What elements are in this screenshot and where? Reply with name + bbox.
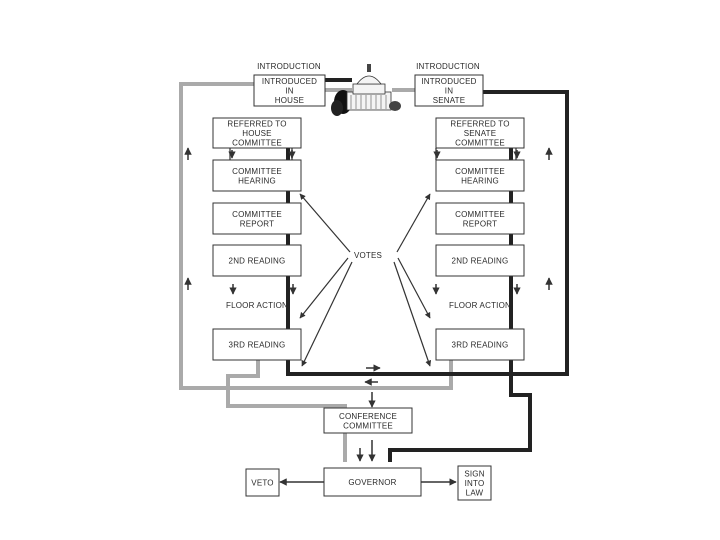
house-2nd-reading-box (212, 244, 302, 277)
house-committee-hearing-box-text: COMMITTEE (232, 167, 282, 176)
house-committee-hearing-box-text: HEARING (238, 176, 276, 185)
house-committee-report-box-text: COMMITTEE (232, 210, 282, 219)
conference-committee-box-text: COMMITTEE (343, 421, 393, 430)
house-referred-to-committee-box-text: COMMITTEE (232, 139, 282, 148)
senate-3rd-reading-box (435, 328, 525, 361)
senate-floor-action-label: FLOOR ACTION (449, 301, 511, 310)
introduced-in-senate-box (414, 74, 484, 107)
house-3rd-reading-box-text: 3RD READING (229, 341, 286, 350)
conference-committee-box (323, 407, 413, 434)
senate-referred-to-committee-box-text: REFERRED TO (450, 120, 509, 129)
introduced-in-senate-box-text: INTRODUCED (421, 77, 476, 86)
house-introduction-heading: INTRODUCTION (257, 62, 321, 71)
governor-box-text: GOVERNOR (348, 478, 396, 487)
sign-into-law-box (457, 465, 492, 501)
introduced-in-house-box-text: IN (285, 87, 293, 96)
senate-3rd-reading-box-text: 3RD READING (452, 341, 509, 350)
senate-committee-hearing-box-text: COMMITTEE (455, 167, 505, 176)
veto-box (245, 468, 280, 497)
senate-committee-hearing-box-text: HEARING (461, 176, 499, 185)
house-floor-action-label: FLOOR ACTION (226, 301, 288, 310)
votes-label: VOTES (354, 251, 382, 260)
introduced-in-senate-box-text: IN (445, 87, 453, 96)
house-referred-to-committee-box-text: REFERRED TO (227, 120, 286, 129)
capitol-building-icon (331, 64, 401, 116)
house-committee-report-box-text: REPORT (240, 219, 274, 228)
house-2nd-reading-box-text: 2ND READING (229, 257, 286, 266)
senate-2nd-reading-box (435, 244, 525, 277)
senate-committee-hearing-box (435, 159, 525, 192)
introduced-in-house-box-text: INTRODUCED (262, 77, 317, 86)
sign-into-law-box-text: LAW (466, 489, 484, 498)
senate-referred-to-committee-box-text: COMMITTEE (455, 139, 505, 148)
house-referred-to-committee-box-text: HOUSE (242, 129, 271, 138)
flow-arrows (184, 147, 553, 486)
senate-dark-path (286, 78, 569, 462)
votes-pointer-lines (299, 193, 432, 367)
senate-committee-report-box-text: COMMITTEE (455, 210, 505, 219)
sign-into-law-box-text: INTO (465, 479, 485, 488)
senate-introduction-heading: INTRODUCTION (416, 62, 480, 71)
house-referred-to-committee-box (212, 117, 302, 149)
house-3rd-reading-box (212, 328, 302, 361)
senate-referred-to-committee-box-text: SENATE (464, 129, 497, 138)
senate-referred-to-committee-box (435, 117, 525, 149)
senate-flow-lines (435, 148, 517, 160)
house-committee-hearing-box (212, 159, 302, 192)
governor-box (323, 467, 422, 497)
house-flow-lines (229, 148, 293, 160)
house-committee-report-box (212, 202, 302, 235)
senate-committee-report-box-text: REPORT (463, 219, 497, 228)
veto-box-text: VETO (251, 479, 273, 488)
senate-2nd-reading-box-text: 2ND READING (452, 257, 509, 266)
introduced-in-house-box-text: HOUSE (275, 96, 304, 105)
introduced-in-house-box (253, 74, 326, 107)
sign-into-law-box-text: SIGN (464, 470, 484, 479)
senate-committee-report-box (435, 202, 525, 235)
conference-committee-box-text: CONFERENCE (339, 412, 397, 421)
introduced-in-senate-box-text: SENATE (433, 96, 466, 105)
